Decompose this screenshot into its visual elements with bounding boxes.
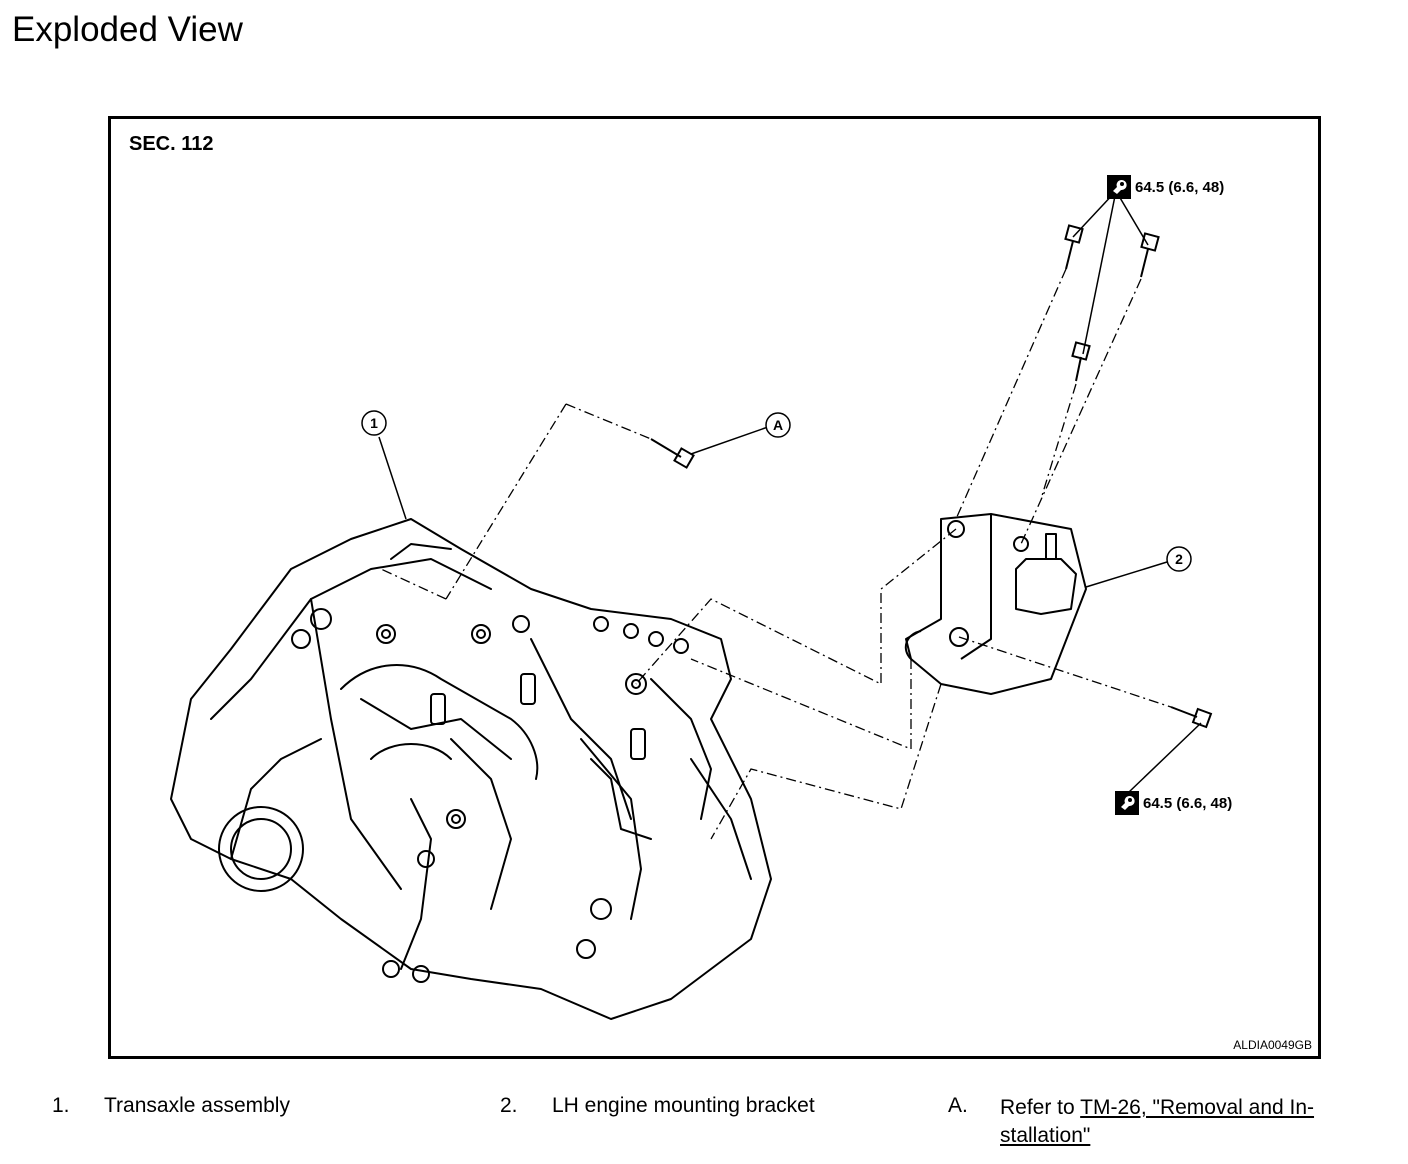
- legend-number: A.: [948, 1094, 968, 1117]
- bearing-bore: [218, 806, 304, 892]
- exploded-view-figure: 1 A 2 SEC. 112 64.5 (6.6, 48) 64.5 (6.6,…: [108, 116, 1321, 1059]
- callout-2: 2: [1166, 546, 1192, 572]
- reference-link[interactable]: TM-26, "Removal and In-: [1080, 1096, 1315, 1119]
- page-title: Exploded View: [12, 10, 243, 49]
- svg-text:1: 1: [370, 415, 378, 431]
- bracket-stud: [1015, 558, 1077, 615]
- torque-spec-top: 64.5 (6.6, 48): [1107, 175, 1224, 199]
- legend-text: Transaxle assembly: [104, 1094, 290, 1117]
- legend-text: LH engine mounting bracket: [552, 1094, 815, 1117]
- svg-text:A: A: [773, 417, 783, 433]
- torque-wrench-icon: [1115, 791, 1139, 815]
- legend-number: 2.: [500, 1094, 518, 1117]
- mounting-bracket-outline: [905, 513, 1087, 695]
- svg-text:2: 2: [1175, 551, 1183, 567]
- bolt-top-left: [1064, 224, 1084, 270]
- torque-value-top: 64.5 (6.6, 48): [1135, 178, 1225, 196]
- bolt-top-right: [1140, 232, 1160, 278]
- figure-code: ALDIA0049GB: [1233, 1038, 1312, 1052]
- exploded-view-drawing: 1 A 2: [170, 190, 1213, 1020]
- transaxle-housing-outline: [170, 518, 772, 1020]
- legend-number: 1.: [52, 1094, 70, 1117]
- torque-value-bottom: 64.5 (6.6, 48): [1143, 794, 1233, 812]
- section-label: SEC. 112: [129, 133, 214, 155]
- reference-link-continued[interactable]: stallation": [1000, 1124, 1091, 1147]
- bolt-top-middle: [1071, 341, 1091, 382]
- bolt-a: [650, 438, 695, 469]
- bolt-bottom: [1170, 706, 1213, 729]
- legend-text: Refer to: [1000, 1096, 1081, 1119]
- callout-a: A: [765, 412, 791, 438]
- torque-wrench-icon: [1107, 175, 1131, 199]
- callout-1: 1: [361, 410, 387, 436]
- torque-spec-bottom: 64.5 (6.6, 48): [1115, 791, 1232, 815]
